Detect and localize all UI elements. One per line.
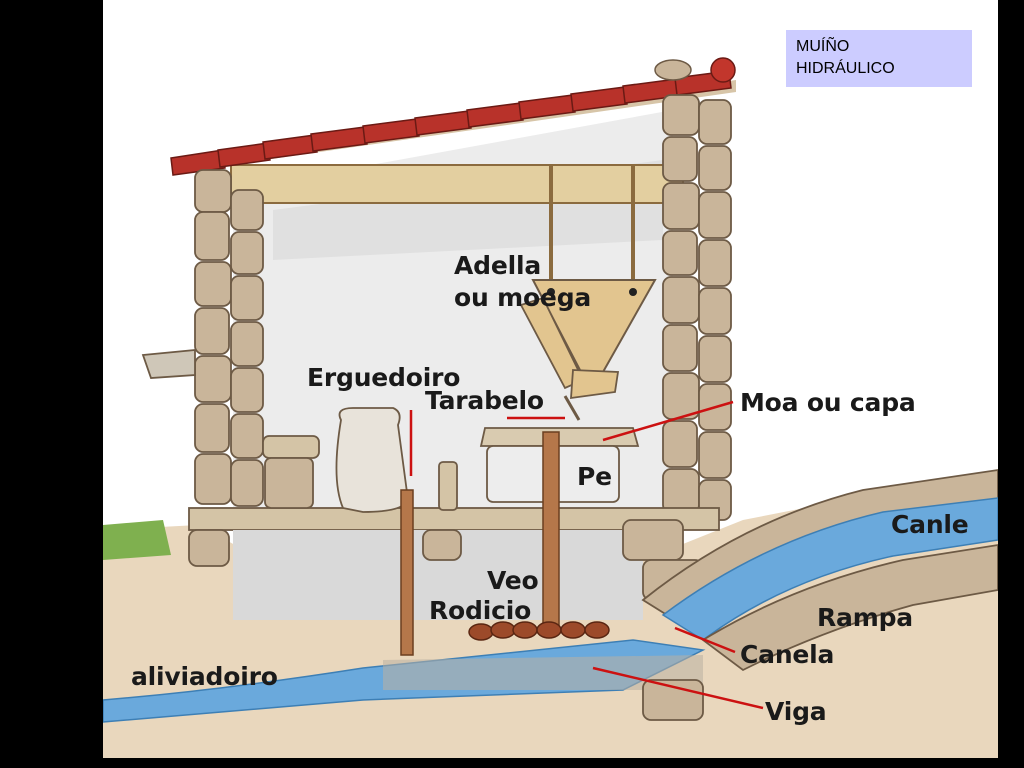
mill-illustration: [103, 57, 998, 758]
label-adella-line1: Adella: [454, 251, 542, 280]
erguedoiro-post: [400, 489, 414, 656]
underfloor-shadow: [233, 530, 643, 620]
label-veo: Veo: [487, 566, 539, 595]
tarabelo-stick: [563, 395, 581, 421]
bench-stone: [262, 435, 320, 459]
pointer-viga: [592, 666, 764, 710]
label-pe: Pe: [577, 462, 612, 491]
label-moa: Moa ou capa: [740, 388, 916, 417]
channel-floor: [383, 655, 703, 690]
pointer-lines: [409, 400, 764, 710]
ridge-tile: [710, 57, 736, 83]
grain-sack: [335, 407, 409, 513]
grass-patch: [103, 520, 171, 560]
pointer-canela: [674, 626, 736, 654]
right-stone-pillar: [662, 94, 732, 521]
pointer-moa: [602, 400, 734, 442]
label-aliviadoiro: aliviadoiro: [131, 662, 278, 691]
label-rodicio: Rodicio: [429, 596, 532, 625]
roof-beam: [230, 164, 684, 204]
wall-ledge: [141, 349, 196, 379]
label-rampa: Rampa: [817, 603, 913, 632]
bench-stone-2: [264, 457, 314, 509]
tarabelo-shoe: [570, 369, 620, 400]
rampa-stones: [701, 544, 998, 672]
label-viga: Viga: [765, 697, 827, 726]
roof-stone: [654, 59, 692, 81]
label-canela: Canela: [740, 640, 835, 669]
label-adella-2: ou moega: [403, 254, 591, 341]
title-line1: MUÍÑO: [796, 38, 850, 55]
side-post: [438, 461, 458, 511]
label-erguedoiro: Erguedoiro: [307, 363, 461, 392]
shaft: [542, 431, 560, 629]
roof-tiles: [170, 70, 732, 176]
label-canle: Canle: [891, 510, 969, 539]
diagram-canvas: Adella ou moega Erguedoiro Tarabelo Moa …: [103, 0, 998, 758]
water-wheel: [468, 621, 610, 641]
label-tarabelo: Tarabelo: [425, 386, 544, 415]
label-adella-line2: ou moega: [454, 283, 592, 312]
left-stone-pillar: [194, 169, 264, 507]
label-adella: Adella: [403, 222, 541, 309]
title-line2: HIDRÁULICO: [796, 60, 895, 77]
title-box: MUÍÑO HIDRÁULICO: [786, 30, 972, 87]
canle-water: [661, 497, 998, 641]
